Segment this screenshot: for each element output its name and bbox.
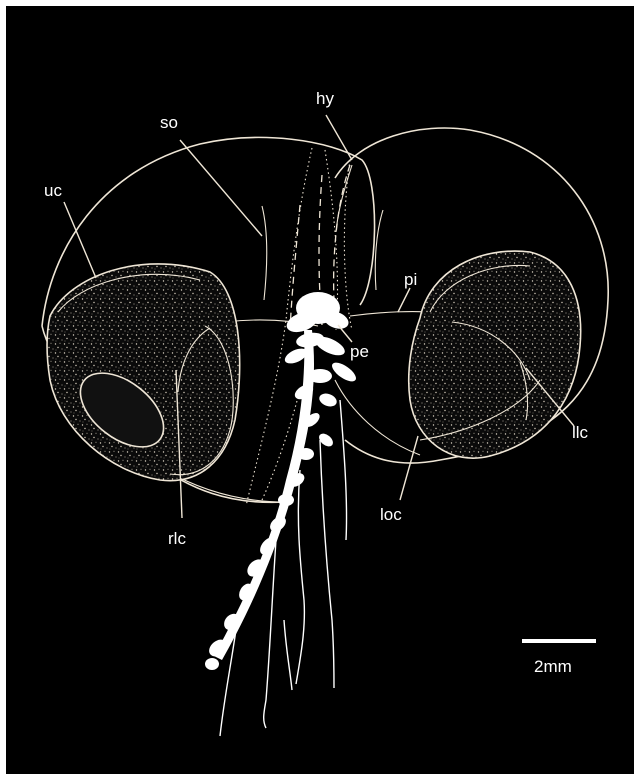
label-llc: llc xyxy=(572,423,589,442)
label-pe: pe xyxy=(350,342,369,361)
label-uc: uc xyxy=(44,181,62,200)
label-so: so xyxy=(160,113,178,132)
label-loc: loc xyxy=(380,505,402,524)
label-rlc: rlc xyxy=(168,529,186,548)
label-pi: pi xyxy=(404,270,417,289)
scale-bar-label: 2mm xyxy=(534,657,572,676)
label-hy: hy xyxy=(316,89,334,108)
